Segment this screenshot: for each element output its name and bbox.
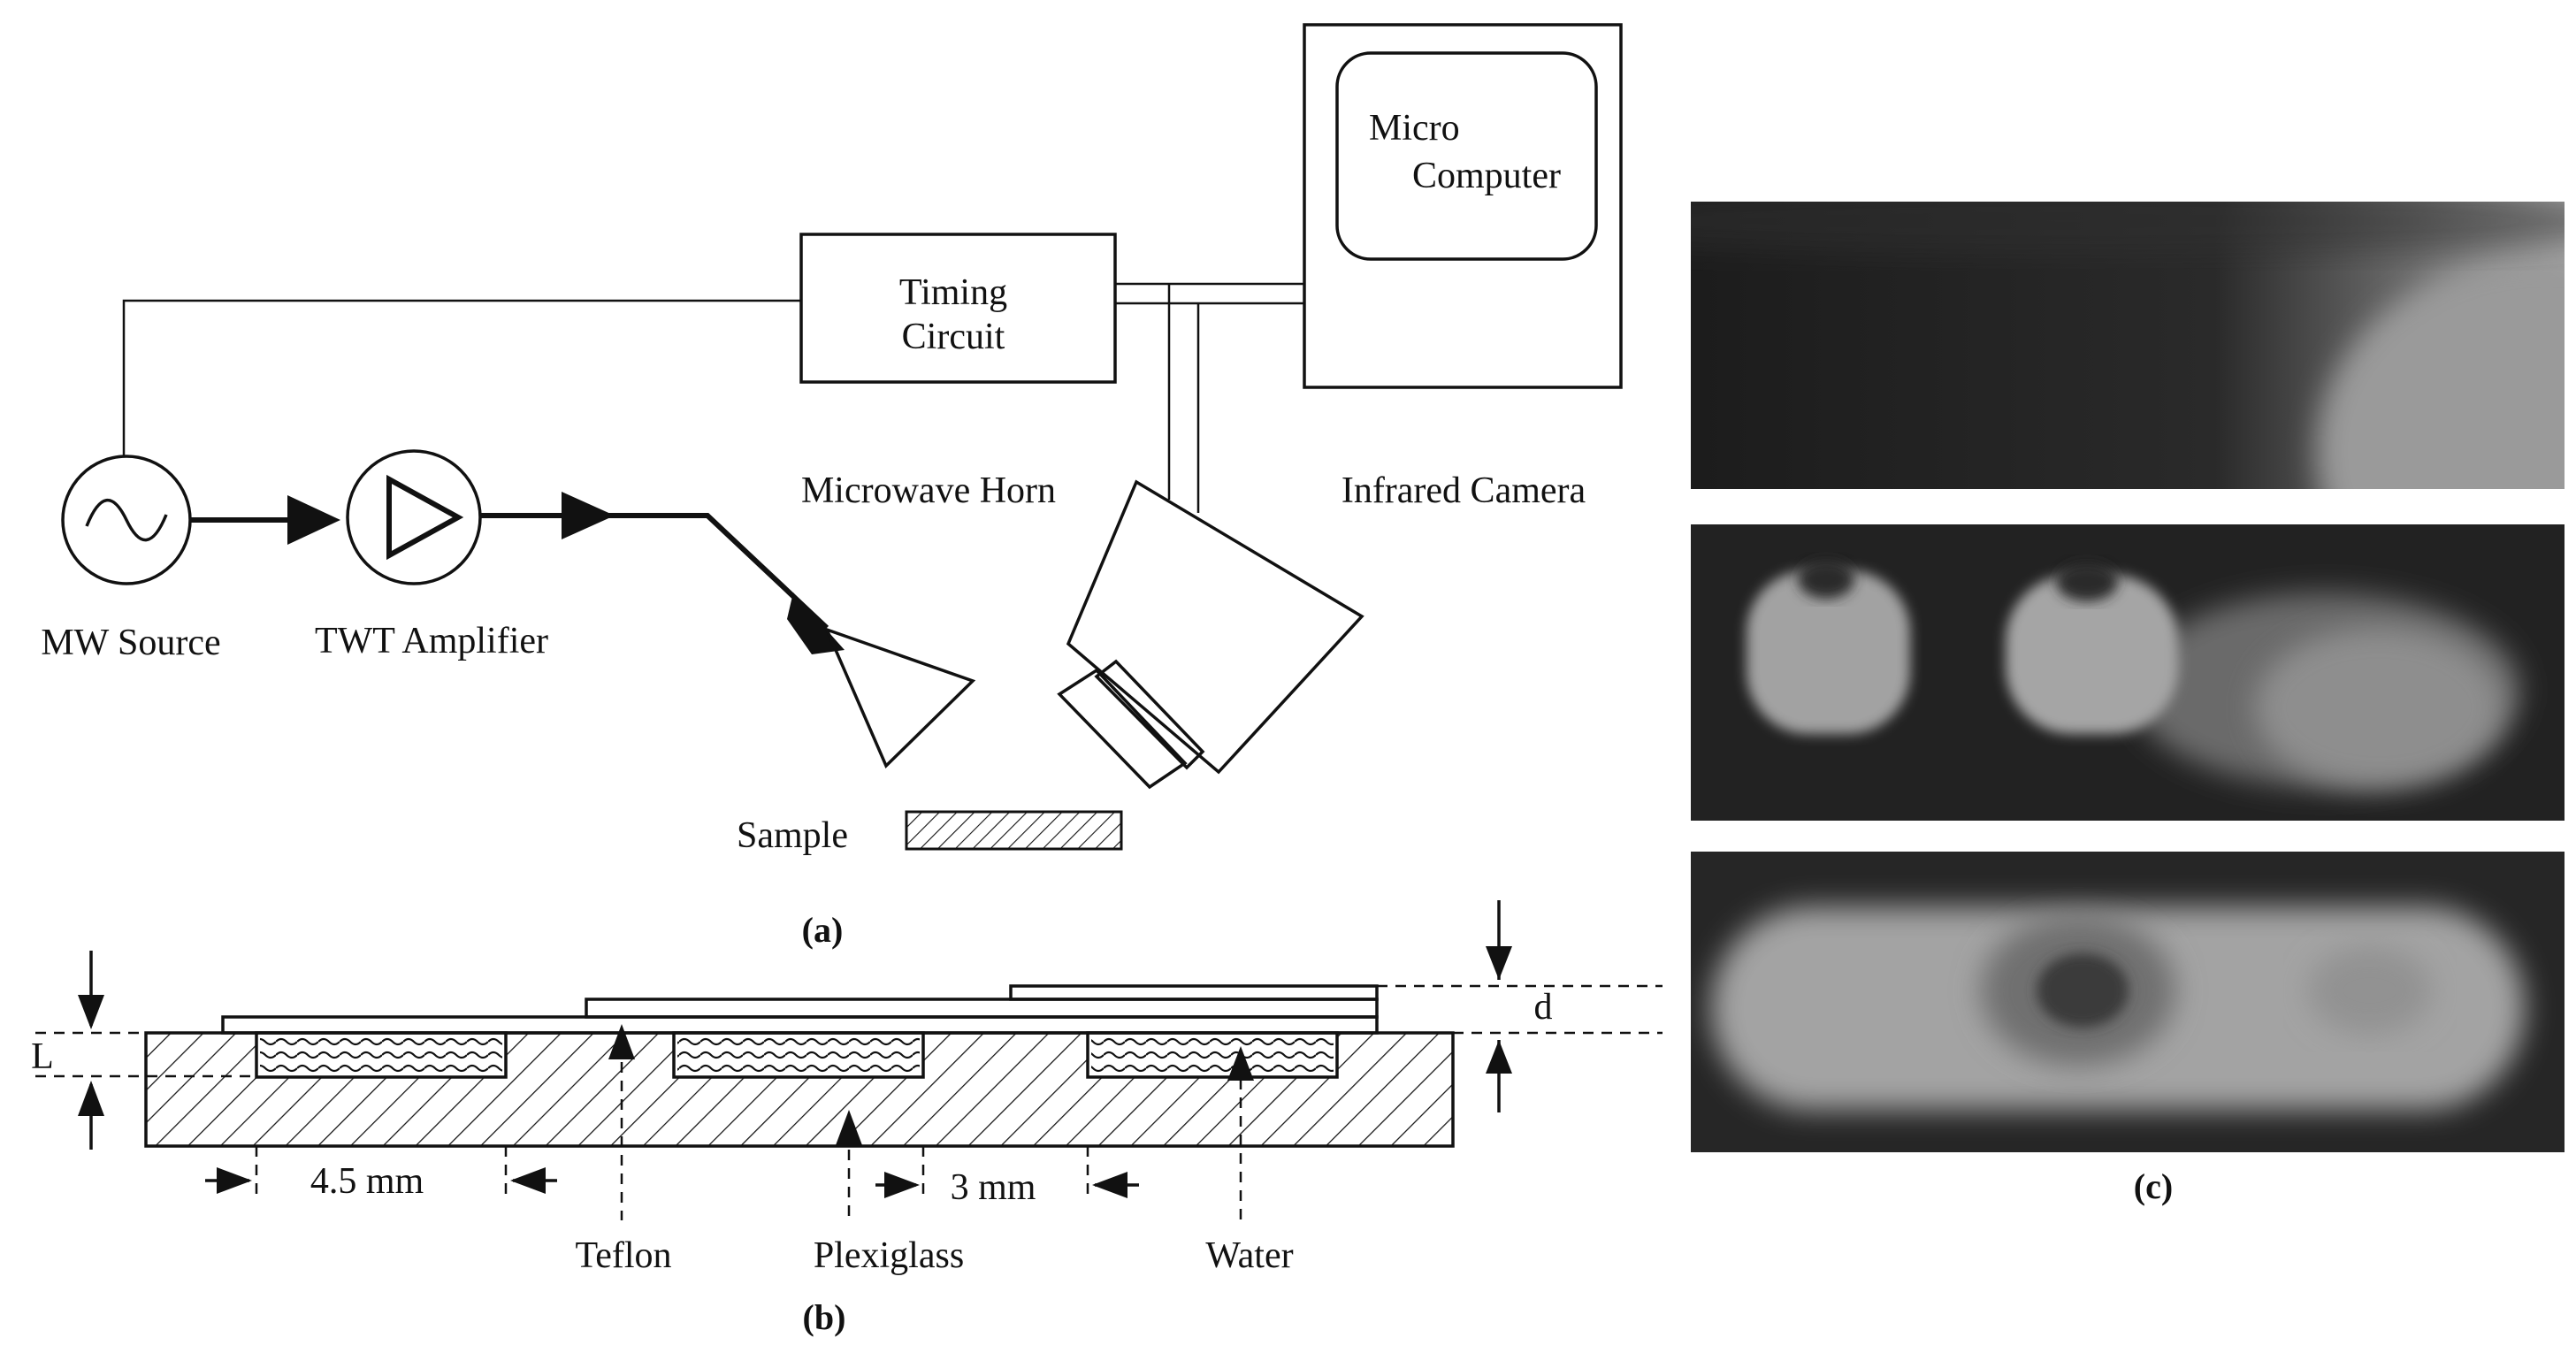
panel-a-caption: (a) xyxy=(802,910,844,950)
micro-computer-screen xyxy=(1335,51,1598,261)
thermal-image-1 xyxy=(1691,202,2565,489)
mw-source-label: MW Source xyxy=(41,623,220,663)
plexiglass-label: Plexiglass xyxy=(814,1235,964,1276)
dimension-4-5mm-label: 4.5 mm xyxy=(310,1161,424,1202)
panel-b-cross-section: L d 4.5 mm 3 mm Teflon Plexiglass Water xyxy=(31,900,1663,1337)
timing-circuit-box xyxy=(799,233,1117,384)
infrared-camera-icon xyxy=(1057,479,1364,790)
panel-a-schematic: Micro Computer Timing Circuit MW Source … xyxy=(41,23,1623,950)
micro-computer-label-2: Computer xyxy=(1412,156,1561,196)
micro-computer-label-1: Micro xyxy=(1369,108,1460,149)
wire-to-camera xyxy=(1167,284,1200,513)
sample-label: Sample xyxy=(737,815,848,856)
thermal-image-2 xyxy=(1691,524,2565,821)
water-label: Water xyxy=(1205,1235,1293,1276)
panel-b-caption: (b) xyxy=(803,1297,846,1337)
panel-c-caption: (c) xyxy=(2134,1166,2173,1206)
teflon-label: Teflon xyxy=(575,1235,671,1276)
dimension-d-label: d xyxy=(1534,987,1553,1028)
teflon-layer-2 xyxy=(585,998,1379,1019)
twt-amplifier-label: TWT Amplifier xyxy=(315,621,548,661)
sample-icon xyxy=(905,810,1123,851)
dimension-3mm-label: 3 mm xyxy=(951,1167,1036,1208)
teflon-layer-1 xyxy=(221,1015,1379,1035)
micro-computer-box xyxy=(1303,23,1623,389)
thermal-image-3 xyxy=(1691,852,2565,1152)
timing-circuit-label-1: Timing xyxy=(899,272,1007,313)
wire-timing-to-source xyxy=(122,299,801,457)
infrared-camera-label: Infrared Camera xyxy=(1342,470,1586,511)
teflon-layer-3 xyxy=(1009,984,1379,1001)
dimension-L-label: L xyxy=(31,1036,54,1077)
timing-circuit-label-2: Circuit xyxy=(902,317,1005,357)
microwave-horn-label: Microwave Horn xyxy=(801,470,1056,511)
microwave-horn-icon xyxy=(823,627,976,769)
panel-c-thermal-images: (c) xyxy=(1691,202,2565,1206)
wire-timing-to-computer xyxy=(1115,282,1304,305)
